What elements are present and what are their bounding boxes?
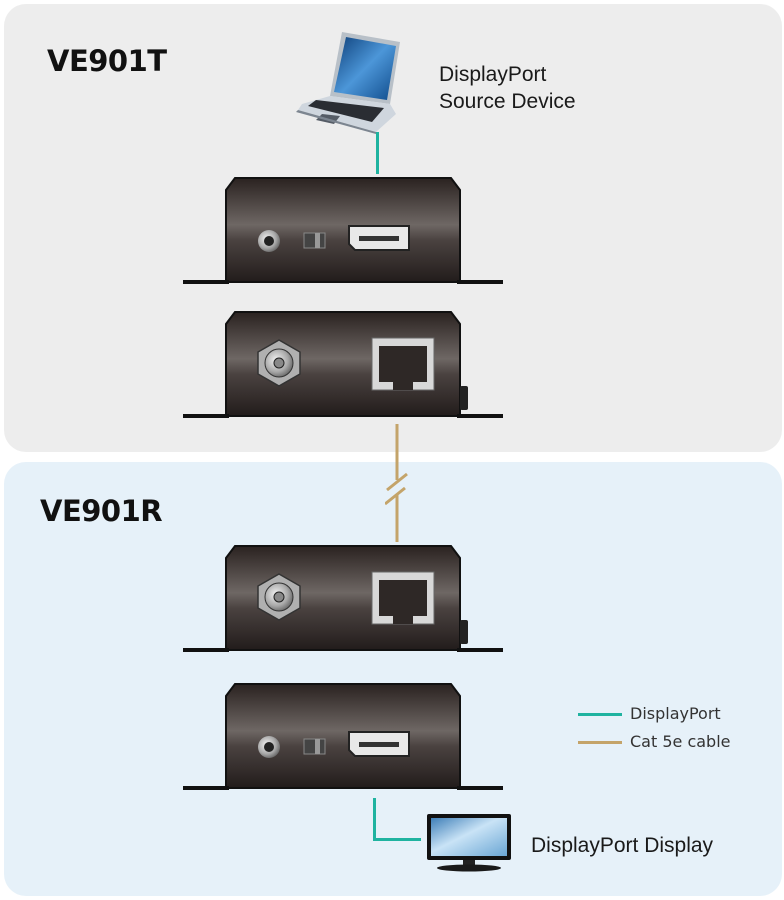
transmitter-model-title: VE901T [47, 44, 167, 78]
mode-switch [303, 738, 326, 755]
receiver-model-title: VE901R [40, 494, 163, 528]
legend-swatch-cat5e [578, 741, 622, 744]
source-device-label-line2: Source Device [439, 90, 576, 113]
display-label: DisplayPort Display [531, 834, 714, 857]
mode-switch [303, 232, 326, 249]
grounding-screw [460, 386, 468, 410]
legend-swatch-displayport [578, 713, 622, 716]
laptop-icon [292, 30, 404, 134]
cat5e-cable [385, 424, 415, 544]
displayport-cable-source [376, 132, 379, 174]
monitor-icon [427, 814, 517, 872]
receiver-front-unit [183, 682, 503, 794]
receiver-panel [4, 462, 782, 896]
source-device-label-line1: DisplayPort [439, 63, 547, 86]
transmitter-rear-unit [183, 310, 503, 422]
legend-label-cat5e: Cat 5e cable [630, 732, 731, 751]
displayport-cable-display-horizontal [373, 838, 421, 841]
transmitter-front-unit [183, 176, 503, 288]
legend-label-displayport: DisplayPort [630, 704, 721, 723]
receiver-rear-unit [183, 544, 503, 656]
grounding-screw [460, 620, 468, 644]
displayport-cable-display-vertical [373, 798, 376, 840]
